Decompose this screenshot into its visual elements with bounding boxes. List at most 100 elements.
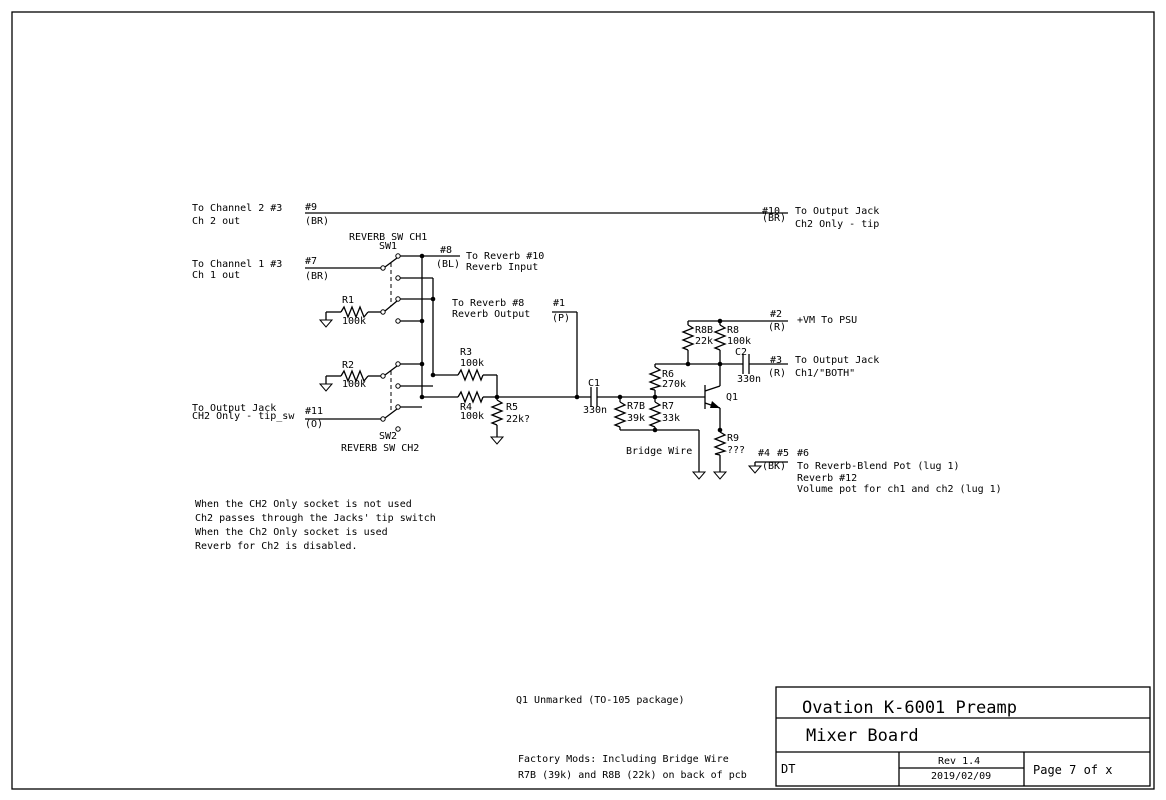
resistor-r8	[713, 324, 727, 351]
resistor-r8b	[681, 324, 695, 351]
ch2-input-sublabel: Ch 2 out	[192, 216, 240, 227]
psu-label: +VM To PSU	[797, 315, 857, 326]
r2-value: 100k	[342, 379, 366, 390]
net-2: #2	[770, 309, 782, 320]
author: DT	[781, 762, 795, 776]
r9-ref: R9	[727, 433, 739, 444]
r3-ref: R3	[460, 347, 472, 358]
net-9: #9	[305, 202, 317, 213]
r6-ref: R6	[662, 369, 674, 380]
ch1-input-label: To Channel 1 #3	[192, 259, 282, 270]
out-jack-ch2-sublabel: Ch2 Only - tip	[795, 219, 879, 230]
tip-sw-sublabel: CH2 Only - tip_sw	[192, 411, 295, 422]
resistor-r7	[648, 401, 662, 428]
volume-pot-label: Volume pot for ch1 and ch2 (lug 1)	[797, 484, 1002, 495]
sw2-ref: SW2	[379, 431, 397, 442]
out-jack-ch1-label: To Output Jack	[795, 355, 879, 366]
net-10: #10	[762, 206, 780, 217]
note-line-4: Reverb for Ch2 is disabled.	[195, 541, 358, 552]
factory-mods-line-2: R7B (39k) and R8B (22k) on back of pcb	[518, 770, 747, 781]
part-labels: R1 100k R2 100k R3 100k R4 100k R5 22k? …	[342, 295, 761, 456]
net-11: #11	[305, 406, 323, 417]
r1-value: 100k	[342, 316, 366, 327]
r3-value: 100k	[460, 358, 484, 369]
factory-mods-line-1: Factory Mods: Including Bridge Wire	[518, 754, 729, 765]
r5-ref: R5	[506, 402, 518, 413]
ground-symbols	[318, 312, 788, 480]
net-4: #4	[758, 448, 770, 459]
resistor-r5	[490, 399, 504, 426]
resistor-r7b	[613, 401, 627, 428]
r7b-ref: R7B	[627, 401, 645, 412]
revision: Rev 1.4	[938, 756, 980, 767]
sw-ch2-label: REVERB SW CH2	[341, 443, 419, 454]
resistor-r1	[340, 305, 369, 319]
connection-labels: To Channel 2 #3 Ch 2 out #9 (BR) #10 (BR…	[192, 202, 1002, 495]
r2-ref: R2	[342, 360, 354, 371]
q1-ref: Q1	[726, 392, 738, 403]
r1-ref: R1	[342, 295, 354, 306]
r8-ref: R8	[727, 325, 739, 336]
design-notes: When the CH2 Only socket is not used Ch2…	[195, 499, 747, 781]
r4-value: 100k	[460, 411, 484, 422]
r6-value: 270k	[662, 379, 686, 390]
drawing-title: Ovation K-6001 Preamp	[802, 698, 1017, 718]
c2-ref: C2	[735, 347, 747, 358]
reverb-8-sublabel: Reverb Output	[452, 309, 530, 320]
c2-value: 330n	[737, 374, 761, 385]
sw1-ref: SW1	[379, 241, 397, 252]
resistor-r4	[457, 390, 484, 404]
net-6: #6	[797, 448, 809, 459]
r8b-value: 22k	[695, 336, 713, 347]
switch-sw2	[380, 361, 401, 432]
bridge-wire-label: Bridge Wire	[626, 446, 692, 457]
junction-dots	[419, 253, 723, 433]
reverb-10-label: To Reverb #10	[466, 251, 544, 262]
note-line-1: When the CH2 Only socket is not used	[195, 499, 412, 510]
net-3-color: (R)	[768, 368, 786, 379]
resistor-r3	[457, 368, 484, 382]
r5-value: 22k?	[506, 414, 530, 425]
page-number: Page 7 of x	[1033, 763, 1112, 777]
r8b-ref: R8B	[695, 325, 713, 336]
net-8-color: (BL)	[436, 259, 460, 270]
blend-pot-label: To Reverb-Blend Pot (lug 1)	[797, 461, 960, 472]
net-7: #7	[305, 256, 317, 267]
r7b-value: 39k	[627, 413, 645, 424]
revision-date: 2019/02/09	[931, 771, 991, 782]
net-10-color: (BR)	[762, 213, 786, 224]
r8-value: 100k	[727, 336, 751, 347]
resistor-r6	[648, 366, 662, 391]
resistor-r2	[340, 369, 369, 383]
r4-ref: R4	[460, 402, 472, 413]
out-jack-ch2-label: To Output Jack	[795, 206, 879, 217]
resistor-r9	[713, 431, 727, 456]
net-8: #8	[440, 245, 452, 256]
net-1-color: (P)	[552, 313, 570, 324]
net-3: #3	[770, 355, 782, 366]
transistor-q1	[704, 385, 721, 409]
r9-value: ???	[727, 445, 745, 456]
ch1-input-sublabel: Ch 1 out	[192, 270, 240, 281]
q1-package-note: Q1 Unmarked (TO-105 package)	[516, 695, 685, 706]
net-456-color: (BK)	[762, 461, 786, 472]
r7-ref: R7	[662, 401, 674, 412]
sheet-border	[11, 11, 1155, 790]
tip-sw-label: To Output Jack	[192, 403, 276, 414]
drawing-subtitle: Mixer Board	[806, 726, 919, 746]
sw-ch1-label: REVERB SW CH1	[349, 232, 427, 243]
reverb-8-label: To Reverb #8	[452, 298, 524, 309]
net-11-color: (O)	[305, 419, 323, 430]
net-7-color: (BR)	[305, 271, 329, 282]
net-1: #1	[553, 298, 565, 309]
r7-value: 33k	[662, 413, 680, 424]
net-9-color: (BR)	[305, 216, 329, 227]
c1-ref: C1	[588, 378, 600, 389]
capacitor-c1	[590, 387, 598, 407]
reverb-10-sublabel: Reverb Input	[466, 262, 538, 273]
note-line-3: When the Ch2 Only socket is used	[195, 527, 388, 538]
blend-pot-sublabel: Reverb #12	[797, 473, 857, 484]
note-line-2: Ch2 passes through the Jacks' tip switch	[195, 513, 436, 524]
net-5: #5	[777, 448, 789, 459]
